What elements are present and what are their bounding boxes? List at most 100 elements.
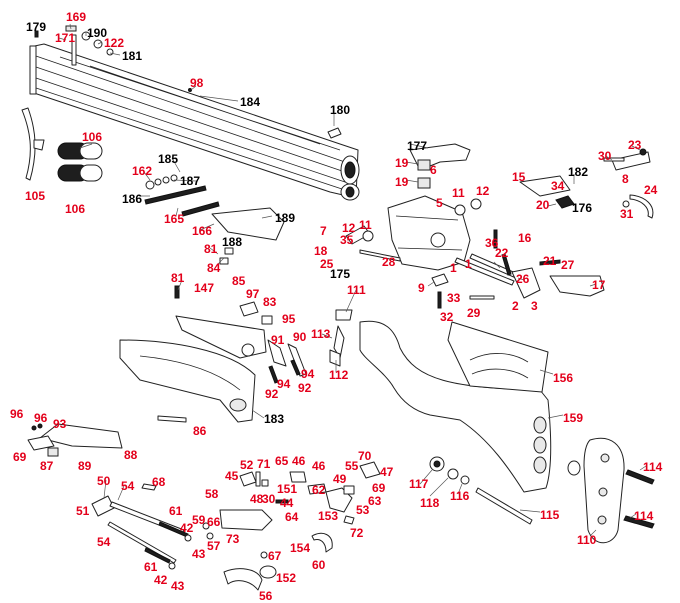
part-label: 72 [350,526,364,540]
part-label: 183 [264,412,285,426]
part-label: 19 [395,175,409,189]
part-label: 106 [65,202,86,216]
recoil-pad [567,437,655,544]
part-label: 8 [622,172,629,186]
part-label: 66 [207,515,221,529]
forend-latch-parts [157,339,307,423]
part-label: 106 [82,130,103,144]
part-label: 189 [275,211,296,225]
part-label: 98 [190,76,204,90]
part-label: 156 [553,371,574,385]
part-label: 27 [561,258,575,272]
part-label: 85 [232,274,246,288]
part-label: 68 [152,475,166,489]
part-label: 93 [53,417,67,431]
part-label: 55 [345,459,359,473]
part-label: 56 [259,589,273,603]
part-label: 166 [192,224,213,238]
part-label: 49 [333,472,347,486]
part-label: 11 [452,186,465,200]
part-label: 54 [97,535,111,549]
part-label: 2 [512,299,519,313]
part-label: 34 [551,179,565,193]
part-label: 162 [132,164,153,178]
part-label: 15 [512,170,526,184]
part-label: 24 [644,183,658,197]
part-label: 63 [368,494,382,508]
part-label: 1 [450,261,457,275]
part-label: 94 [301,367,315,381]
part-label: 190 [87,26,108,40]
part-label: 67 [268,549,282,563]
part-label: 3 [531,299,538,313]
part-label: 180 [330,103,351,117]
part-label: 171 [55,31,76,45]
part-label: 18 [314,244,328,258]
part-label: 115 [540,508,560,522]
part-label: 58 [205,487,219,501]
part-label: 43 [171,579,185,593]
part-label: 43 [192,547,206,561]
part-label: 169 [66,10,87,24]
part-label: 84 [207,261,221,275]
part-label: 181 [122,49,143,63]
part-label: 179 [26,20,47,34]
part-label: 61 [169,504,183,518]
part-label: 90 [293,330,307,344]
part-label: 17 [592,278,606,292]
part-label: 46 [312,459,326,473]
part-label: 83 [263,295,277,309]
part-label: 175 [330,267,351,281]
barrel-assembly [29,43,360,201]
part-label: 30 [262,492,276,506]
part-label: 87 [40,459,54,473]
part-label: 151 [277,482,298,496]
part-label: 42 [154,573,168,587]
part-label: 1 [465,257,472,271]
part-label: 112 [329,368,349,382]
part-label: 92 [265,387,279,401]
part-label: 29 [467,306,481,320]
part-label: 182 [568,165,589,179]
rib-and-sight-parts [34,25,342,139]
part-label: 96 [10,407,24,421]
part-label: 81 [171,271,185,285]
stock-bolt-parts [429,456,533,525]
part-label: 22 [495,246,509,260]
part-label: 176 [572,201,593,215]
part-label: 114 [643,460,663,474]
part-label: 69 [372,481,386,495]
part-label: 147 [194,281,215,295]
part-label: 7 [320,224,327,238]
part-label: 46 [292,454,306,468]
part-label: 47 [380,465,394,479]
part-label: 5 [436,196,443,210]
part-label: 54 [121,479,135,493]
part-label: 20 [536,198,550,212]
part-label: 184 [240,95,261,109]
trigger-group-left [27,423,123,457]
part-label: 116 [450,489,470,503]
part-label: 185 [158,152,179,166]
part-label: 36 [485,236,499,250]
part-label: 113 [311,327,331,341]
part-label: 12 [476,184,490,198]
safety-and-lever-parts [519,148,654,219]
part-label: 105 [25,189,46,203]
cocking-rods [345,225,605,309]
part-label: 187 [180,174,201,188]
part-label: 59 [192,513,206,527]
part-label: 152 [276,571,297,585]
part-label: 70 [358,449,372,463]
part-label: 11 [359,218,372,232]
part-label: 114 [634,509,654,523]
part-label: 97 [246,287,260,301]
forend-iron [174,257,273,359]
part-label: 91 [271,333,285,347]
part-label: 111 [347,283,366,297]
part-label: 110 [577,533,597,547]
part-label: 65 [275,454,289,468]
part-label: 89 [78,459,92,473]
part-label: 88 [124,448,138,462]
stock [359,320,552,493]
